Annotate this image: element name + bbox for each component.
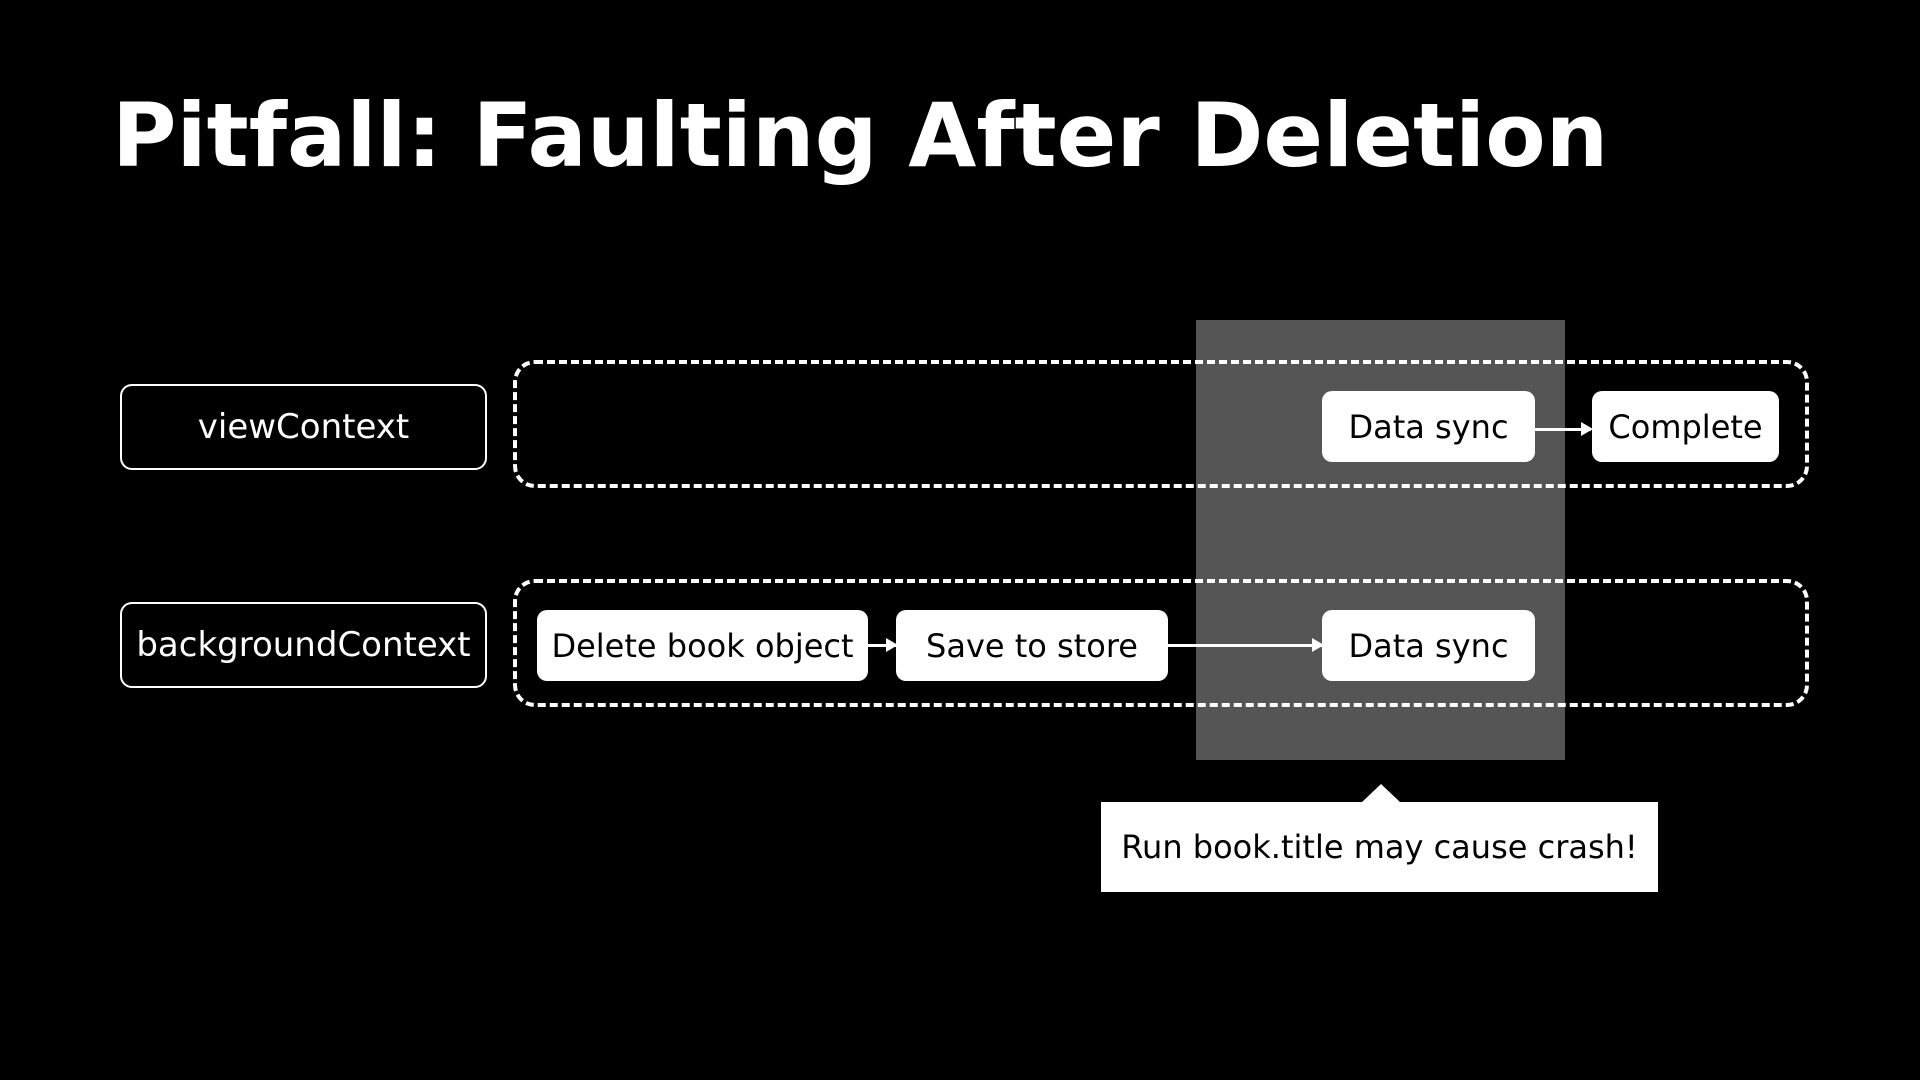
delete-to-save-arrow [868, 638, 898, 652]
callout-pointer [1361, 784, 1401, 803]
slide-title: Pitfall: Faulting After Deletion [112, 84, 1609, 187]
view-context-label: viewContext [120, 384, 487, 470]
save-to-sync-arrow [1168, 638, 1324, 652]
view-context-lane [513, 360, 1809, 488]
delete-book-object-step: Delete book object [537, 610, 868, 681]
view-data-sync-step: Data sync [1322, 391, 1535, 462]
view-complete-step: Complete [1592, 391, 1779, 462]
background-context-lane [513, 579, 1809, 707]
crash-warning-callout: Run book.title may cause crash! [1101, 802, 1658, 892]
view-sync-to-complete-arrow [1535, 422, 1593, 436]
background-context-label: backgroundContext [120, 602, 487, 688]
save-to-store-step: Save to store [896, 610, 1168, 681]
background-data-sync-step: Data sync [1322, 610, 1535, 681]
